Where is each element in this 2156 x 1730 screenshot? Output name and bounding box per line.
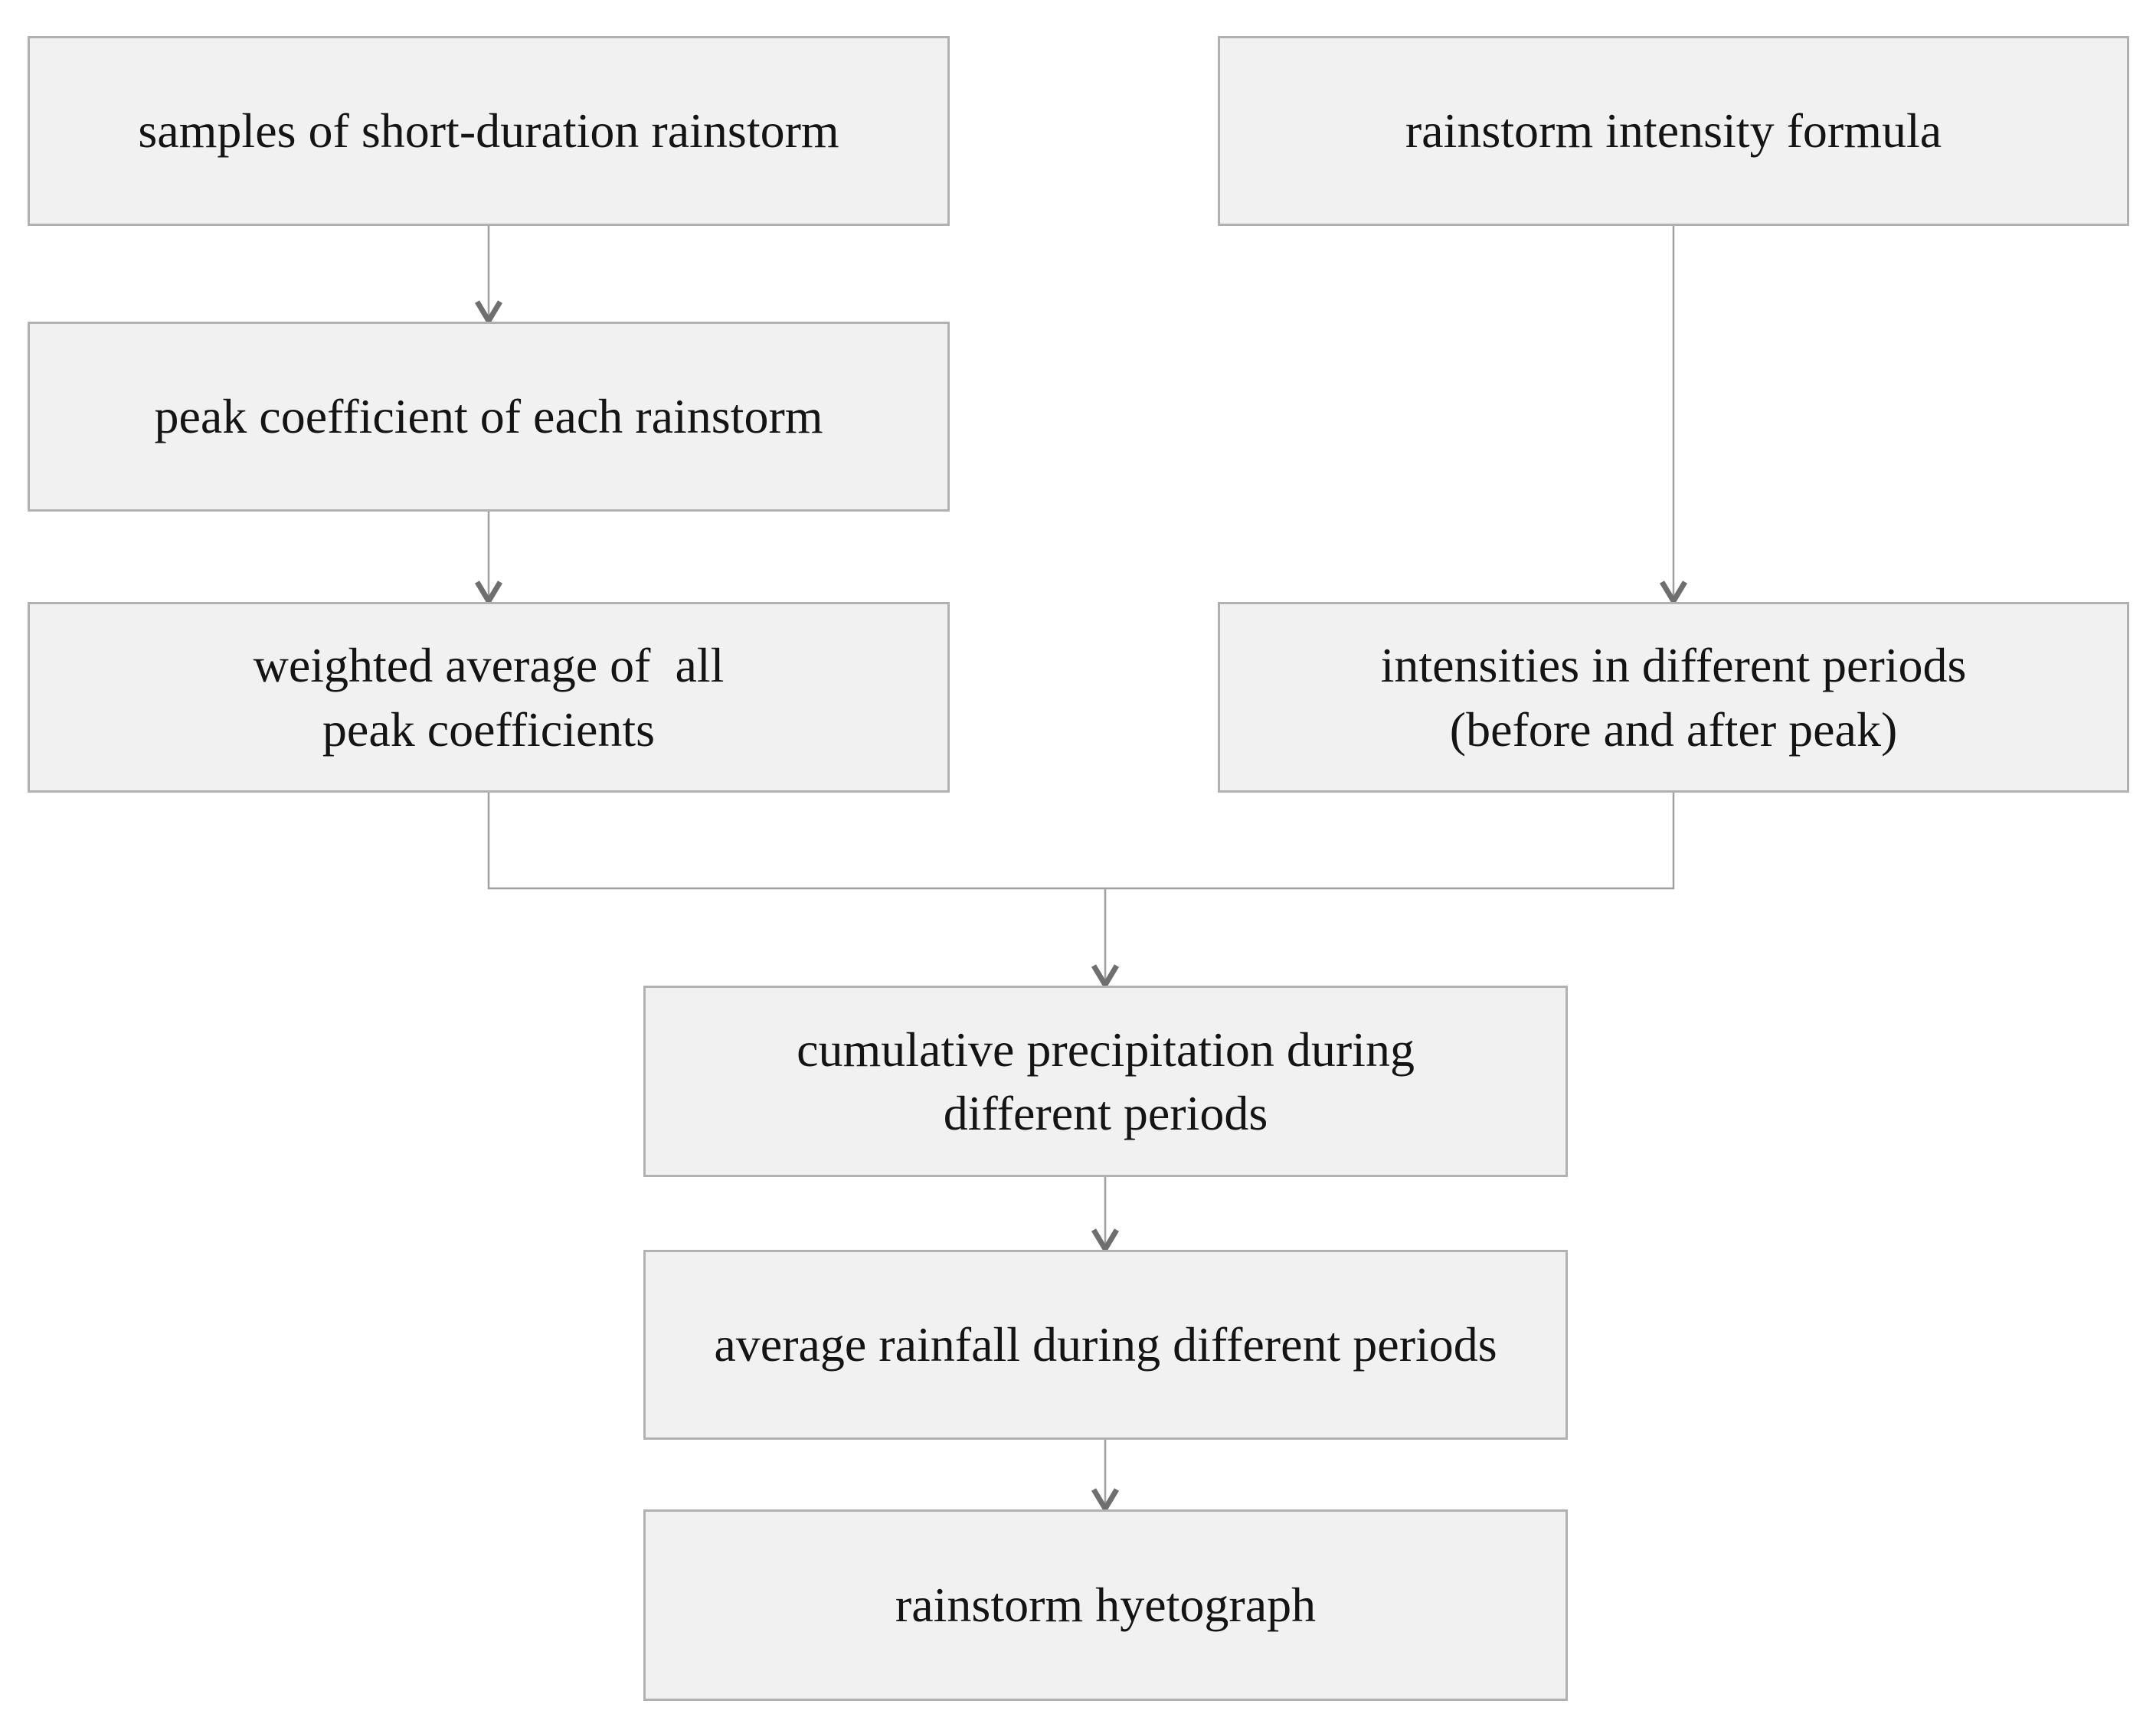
node-rainstorm-hyetograph: rainstorm hyetograph — [643, 1509, 1568, 1701]
node-rainstorm-intensity-formula: rainstorm intensity formula — [1218, 36, 2129, 226]
node-cumulative-precipitation-during-different-periods: cumulative precipitation during differen… — [643, 986, 1568, 1177]
arrow-formula-to-intensities — [1659, 226, 1688, 607]
node-intensities-in-different-periods: intensities in different periods (before… — [1218, 602, 2129, 793]
node-average-rainfall-during-different-periods: average rainfall during different period… — [643, 1250, 1568, 1440]
arrow-average-rainfall-to-hyetograph — [1091, 1440, 1120, 1514]
node-peak-coefficient-of-each-rainstorm: peak coefficient of each rainstorm — [28, 322, 950, 512]
arrow-cumulative-to-average-rainfall — [1091, 1177, 1120, 1254]
connector-merge-elbow — [487, 793, 1675, 990]
node-samples-of-short-duration-rainstorm: samples of short-duration rainstorm — [28, 36, 950, 226]
arrow-samples-to-peak-coefficient — [474, 226, 503, 326]
arrow-peak-coefficient-to-weighted-average — [474, 512, 503, 607]
node-weighted-average-of-all-peak-coefficients: weighted average of all peak coefficient… — [28, 602, 950, 793]
